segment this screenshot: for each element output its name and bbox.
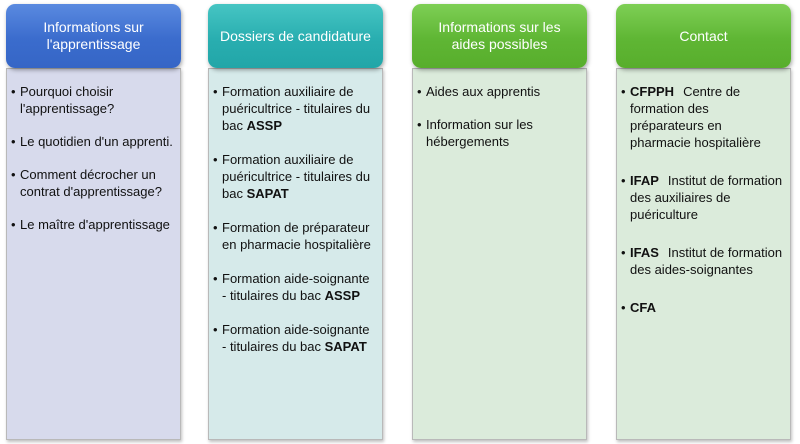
column-apprentissage: Informations sur l'apprentissage Pourquo… (6, 4, 181, 440)
list-item[interactable]: Le maître d'apprentissage (11, 216, 174, 233)
list-item[interactable]: Le quotidien d'un apprenti. (11, 133, 174, 150)
column-aides: Informations sur les aides possibles Aid… (412, 4, 587, 440)
list-item[interactable]: Information sur les hébergements (417, 116, 580, 150)
header-contact[interactable]: Contact (616, 4, 791, 68)
list-item[interactable]: Formation auxiliaire de puéricultrice - … (213, 151, 376, 202)
list-item[interactable]: Formation aide-soignante - titulaires du… (213, 321, 376, 355)
list-item[interactable]: Comment décrocher un contrat d'apprentis… (11, 166, 174, 200)
panel-apprentissage: Pourquoi choisir l'apprentissage? Le quo… (6, 68, 181, 440)
list-item[interactable]: CFA (621, 299, 784, 316)
header-aides[interactable]: Informations sur les aides possibles (412, 4, 587, 68)
list-item[interactable]: Formation aide-soignante - titulaires du… (213, 270, 376, 304)
list-item[interactable]: Aides aux apprentis (417, 83, 580, 100)
panel-dossiers: Formation auxiliaire de puéricultrice - … (208, 68, 383, 440)
list-item[interactable]: Formation de préparateur en pharmacie ho… (213, 219, 376, 253)
panel-aides: Aides aux apprentis Information sur les … (412, 68, 587, 440)
header-apprentissage[interactable]: Informations sur l'apprentissage (6, 4, 181, 68)
header-dossiers[interactable]: Dossiers de candidature (208, 4, 383, 68)
list-item[interactable]: Formation auxiliaire de puéricultrice - … (213, 83, 376, 134)
list-item[interactable]: Pourquoi choisir l'apprentissage? (11, 83, 174, 117)
column-dossiers: Dossiers de candidature Formation auxili… (208, 4, 383, 440)
